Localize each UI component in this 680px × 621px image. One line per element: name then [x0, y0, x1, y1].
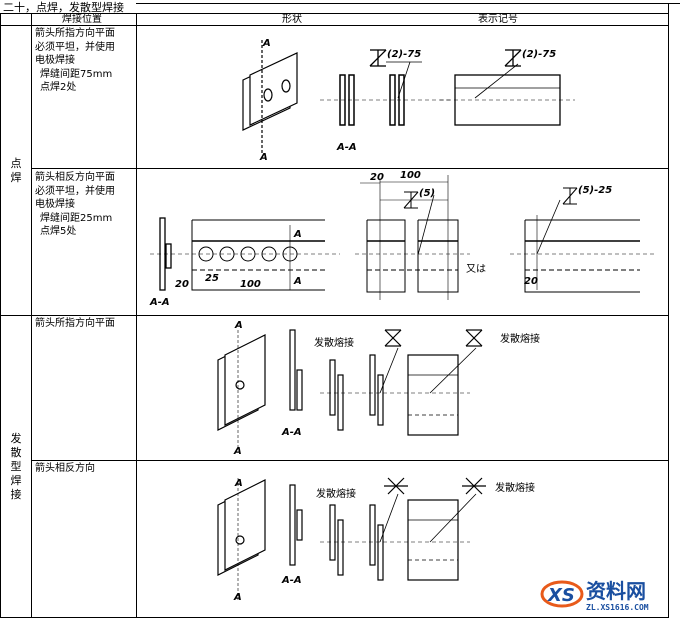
text-line: 电极焊接: [35, 55, 75, 66]
dimension: 100: [240, 279, 261, 290]
spot-weld-section-view: [320, 74, 450, 126]
text-line: 电极焊接: [35, 199, 75, 210]
text-line: 必须平坦，并使用: [35, 41, 115, 53]
dimension: 25: [205, 273, 219, 284]
section-mark: A: [293, 276, 302, 287]
weld-symbol-text: (2)-75: [387, 49, 421, 60]
text-line: 焊缝间距25mm: [40, 212, 113, 224]
section-title: 二十，点焊，发散型焊接: [3, 1, 124, 14]
spot-weld-5-section: [150, 217, 340, 291]
weld-symbol-text: (5)-25: [578, 185, 612, 196]
section-mark: A: [234, 320, 243, 331]
column-divider: [31, 13, 32, 618]
diffusion-weld-drawings-row3: [217, 329, 483, 450]
diffusion-weld-label: 发散熔接: [495, 481, 535, 494]
section-mark: A: [233, 446, 242, 457]
spot-weld-iso-drawing: [242, 40, 298, 155]
position-cell: 箭头所指方向平面: [35, 317, 115, 331]
table-left-rule: [0, 13, 1, 618]
position-cell: 箭头所指方向平面 必须平坦，并使用 电极焊接 焊缝间距75mm 点焊2处: [35, 27, 115, 95]
text-line: 箭头所指方向平面: [35, 318, 115, 329]
header-top-rule: [0, 13, 668, 14]
text-line: 箭头所指方向平面: [35, 28, 115, 39]
svg-text:XS: XS: [547, 585, 575, 606]
table-right-rule: [668, 3, 669, 618]
header-bottom-rule: [0, 25, 668, 26]
watermark-logo: XS 资料网 ZL.XS1616.COM: [540, 574, 670, 614]
text-line: 点焊5处: [40, 226, 77, 237]
header-symbol: 表示记号: [478, 14, 518, 25]
section-mark: A: [262, 38, 271, 49]
dimension: 20: [370, 172, 384, 183]
category-spot-weld: 点焊: [9, 157, 23, 185]
dimension: 20: [175, 279, 189, 290]
or-label: 又は: [466, 263, 486, 275]
text-line: 必须平坦，并使用: [35, 185, 115, 197]
position-cell: 箭头相反方向平面 必须平坦，并使用 电极焊接 焊缝间距25mm 点焊5处: [35, 171, 115, 239]
weld-symbol-text: (5): [419, 188, 435, 199]
svg-text:ZL.XS1616.COM: ZL.XS1616.COM: [586, 603, 649, 612]
row-divider: [31, 460, 668, 461]
column-divider: [136, 13, 137, 618]
text-line: 点焊2处: [40, 82, 77, 93]
spot-weld-symbol-1: [369, 49, 422, 99]
text-line: 箭头相反方向平面: [35, 172, 115, 183]
text-line: 焊缝间距75mm: [40, 68, 113, 80]
section-view-label: A-A: [149, 297, 170, 308]
row-divider: [31, 168, 668, 169]
diffusion-weld-label: 发散熔接: [314, 336, 354, 349]
group-divider: [0, 315, 668, 316]
section-mark: A: [234, 478, 243, 489]
diffusion-weld-label: 发散熔接: [316, 487, 356, 500]
spot-weld-5-plate: [191, 219, 325, 291]
section-mark: A: [233, 592, 242, 603]
table-bottom-rule: [0, 617, 668, 618]
svg-text:资料网: 资料网: [586, 579, 646, 603]
diffusion-weld-label: 发散熔接: [500, 332, 540, 345]
weld-symbol-text: (2)-75: [522, 49, 556, 60]
spot-weld-5-symbol-b: [510, 187, 655, 293]
section-view-label: A-A: [281, 427, 302, 438]
section-mark: A: [293, 229, 302, 240]
header-position: 焊接位置: [62, 14, 102, 25]
text-line: 箭头相反方向: [35, 463, 95, 474]
spot-weld-5-symbol-a: [355, 175, 470, 300]
diffusion-weld-drawings-row4: [217, 477, 486, 600]
section-view-label: A-A: [281, 575, 302, 586]
dimension: 100: [400, 170, 421, 181]
spot-weld-symbol-2: [440, 49, 575, 126]
category-label: 发散型焊接: [10, 432, 22, 501]
category-diffusion-weld: 发散型焊接: [9, 432, 23, 502]
category-label: 点焊: [10, 157, 22, 184]
header-shape: 形状: [282, 14, 302, 25]
section-view-label: A-A: [336, 142, 357, 153]
table-top-rule: [136, 3, 680, 4]
position-cell: 箭头相反方向: [35, 462, 95, 476]
section-mark: A: [259, 152, 268, 163]
dimension: 20: [524, 276, 538, 287]
